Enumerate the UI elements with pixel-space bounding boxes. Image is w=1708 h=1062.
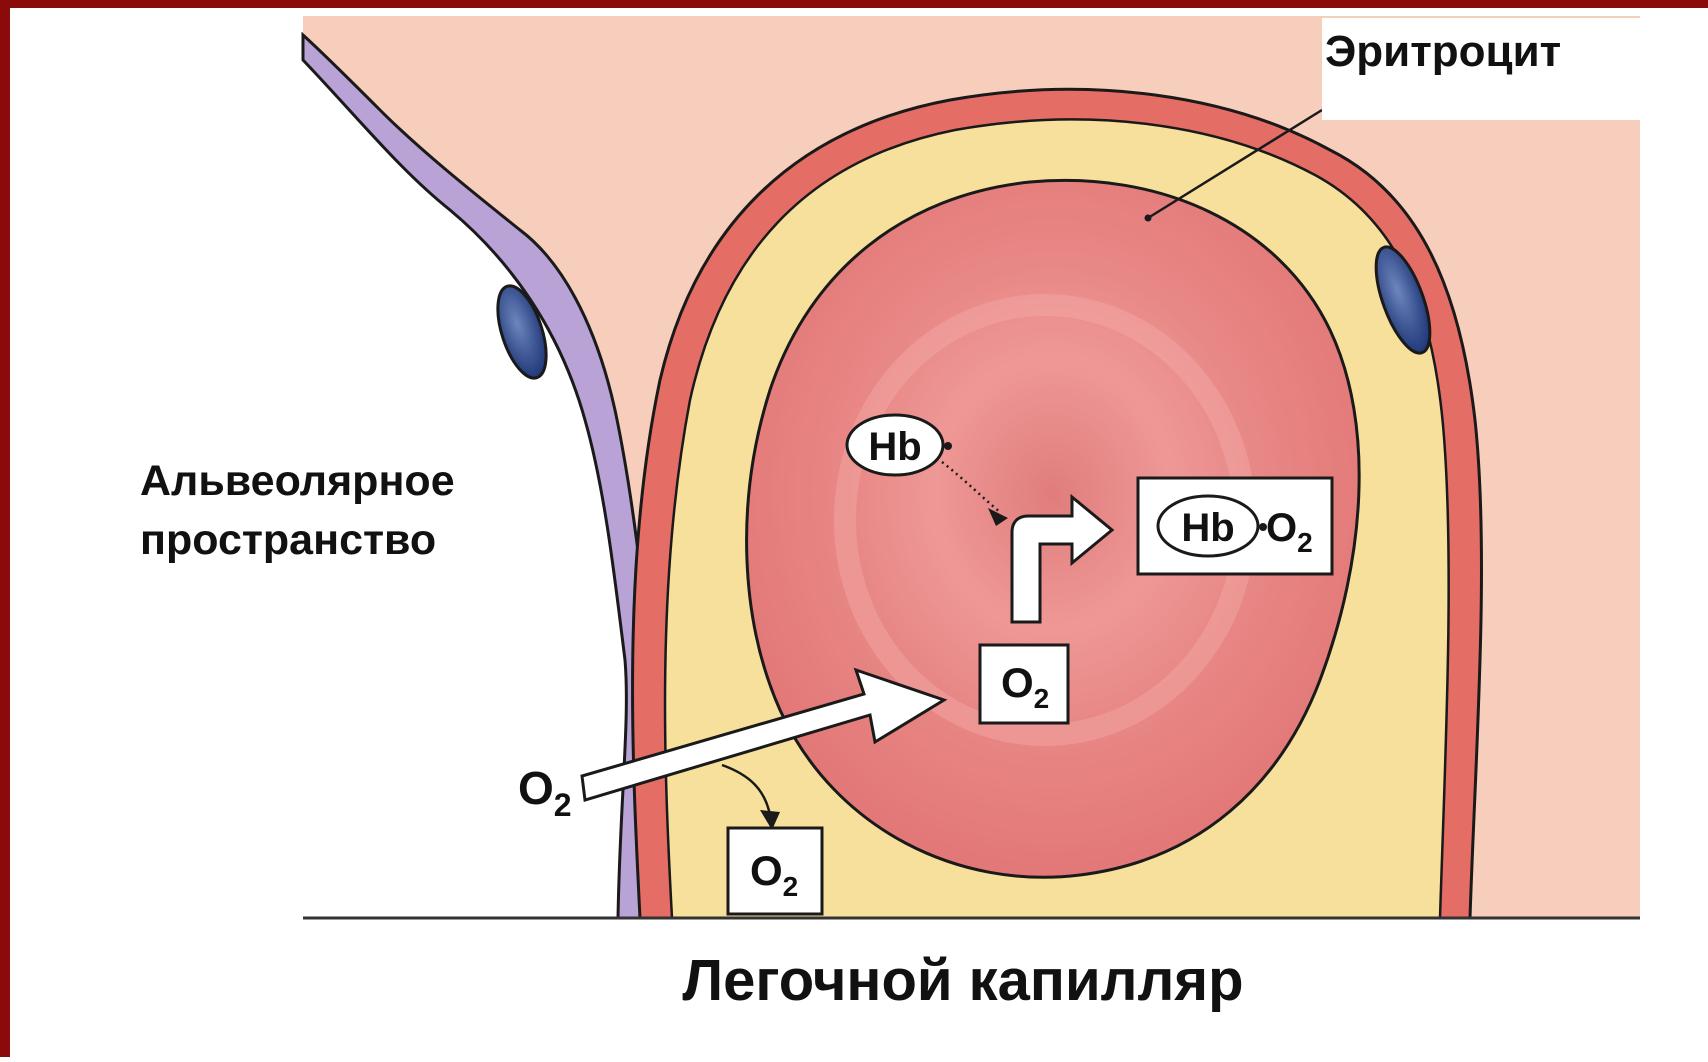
erythrocyte-label: Эритроцит <box>1325 27 1561 76</box>
svg-text:Hb: Hb <box>868 425 921 469</box>
alveolar-label-line2: пространство <box>140 516 436 564</box>
alveolar-label-line1: Альвеолярное <box>140 457 455 505</box>
svg-text:Hb: Hb <box>1181 506 1234 550</box>
hbo2-complex: Hb O2 <box>1158 496 1313 558</box>
capillary-label: Легочной капилляр <box>682 948 1243 1013</box>
erythrocyte-pointer-dot <box>1145 215 1152 222</box>
